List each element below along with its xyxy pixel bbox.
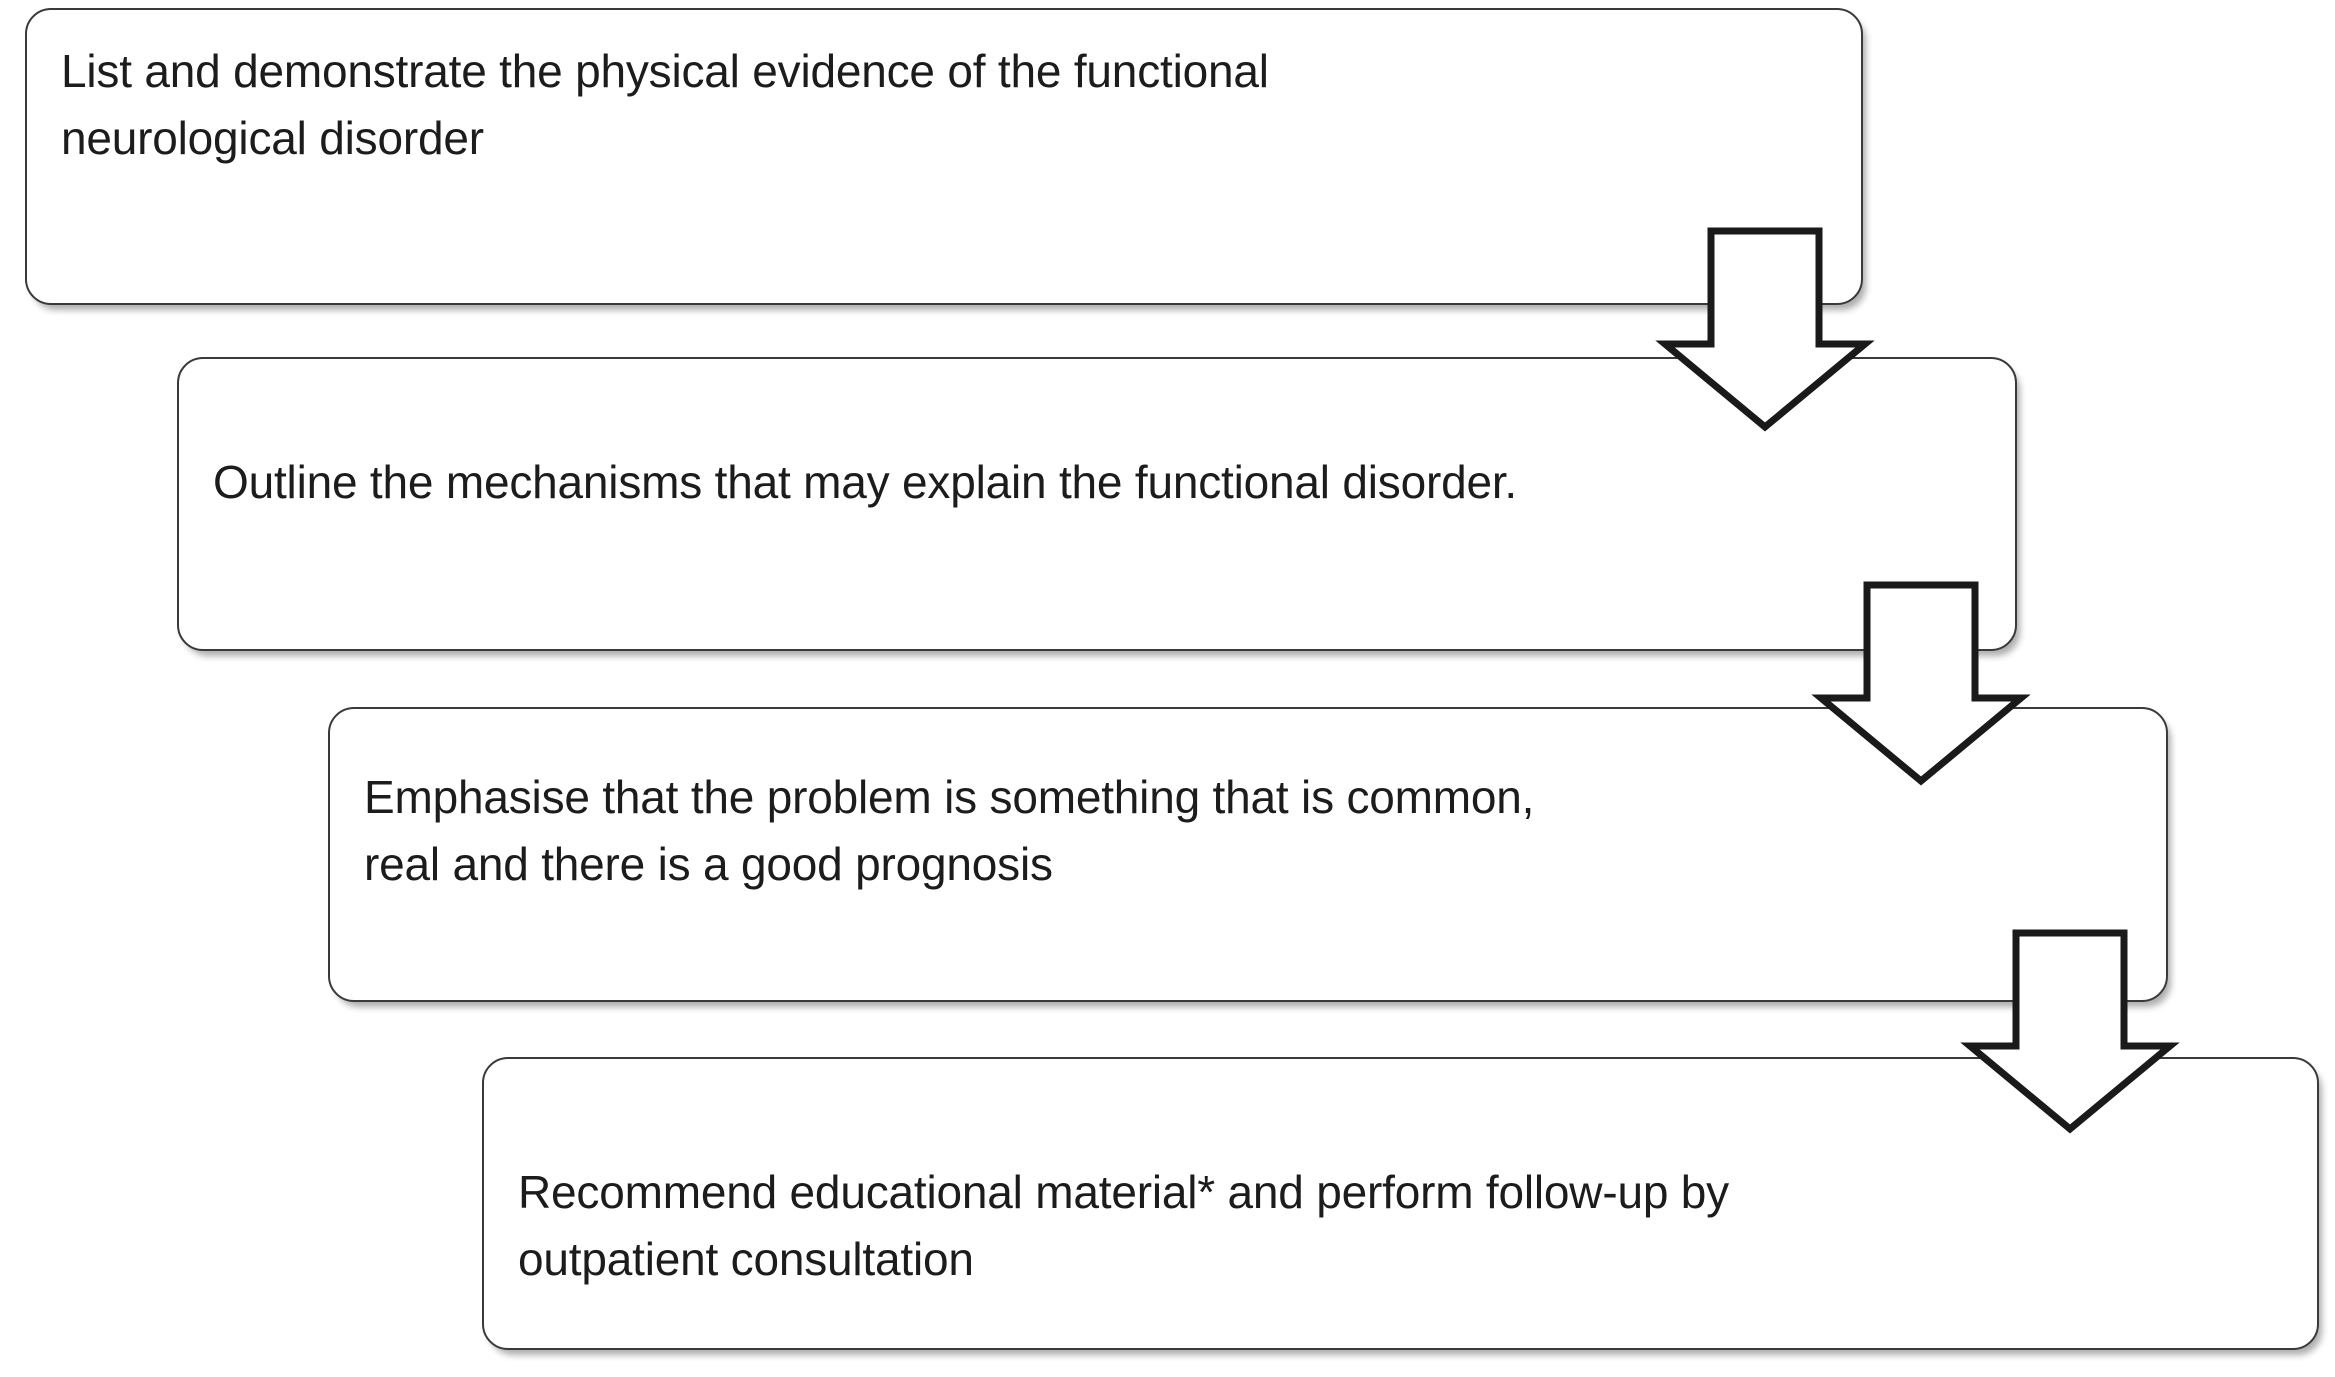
flow-step-box-1[interactable]: List and demonstrate the physical eviden… xyxy=(25,8,1863,305)
connector-arrow-1 xyxy=(1655,227,1875,432)
connector-arrow-3 xyxy=(1960,929,2180,1134)
down-arrow-icon xyxy=(1960,929,2180,1134)
flow-step-box-3[interactable]: Emphasise that the problem is something … xyxy=(328,707,2168,1002)
flow-step-box-2[interactable]: Outline the mechanisms that may explain … xyxy=(177,357,2017,651)
flow-step-text-3: Emphasise that the problem is something … xyxy=(364,771,1535,890)
flow-step-text-4: Recommend educational material* and perf… xyxy=(518,1166,1729,1285)
flow-step-text-1: List and demonstrate the physical eviden… xyxy=(61,45,1269,164)
down-arrow-icon xyxy=(1811,581,2031,786)
down-arrow-icon xyxy=(1655,227,1875,432)
flow-step-box-4[interactable]: Recommend educational material* and perf… xyxy=(482,1057,2319,1350)
connector-arrow-2 xyxy=(1811,581,2031,786)
flow-step-text-2: Outline the mechanisms that may explain … xyxy=(213,456,1518,508)
